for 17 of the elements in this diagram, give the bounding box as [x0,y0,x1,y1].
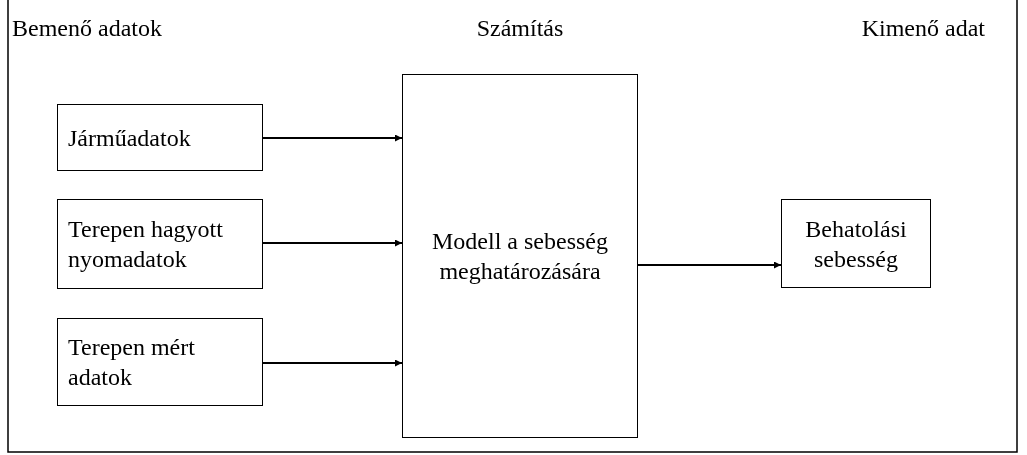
node-text: Modell a sebesség meghatározására [431,227,609,286]
column-heading: Bemenő adatok [12,16,162,40]
arrow [262,134,403,142]
node-text: Terepen mért adatok [68,333,196,392]
arrow [262,239,403,247]
column-heading: Számítás [476,16,564,40]
output-box [781,199,931,288]
node-text: Járműadatok [68,123,191,153]
input-box [57,104,263,171]
node-text: Terepen hagyott nyomadatok [68,215,224,274]
column-heading: Kimenő adat [861,16,985,40]
input-box [57,318,263,406]
process-box [402,74,638,438]
input-box [57,199,263,289]
node-text: Behatolási sebesség [804,214,908,274]
arrow [637,261,782,269]
arrow [262,359,403,367]
